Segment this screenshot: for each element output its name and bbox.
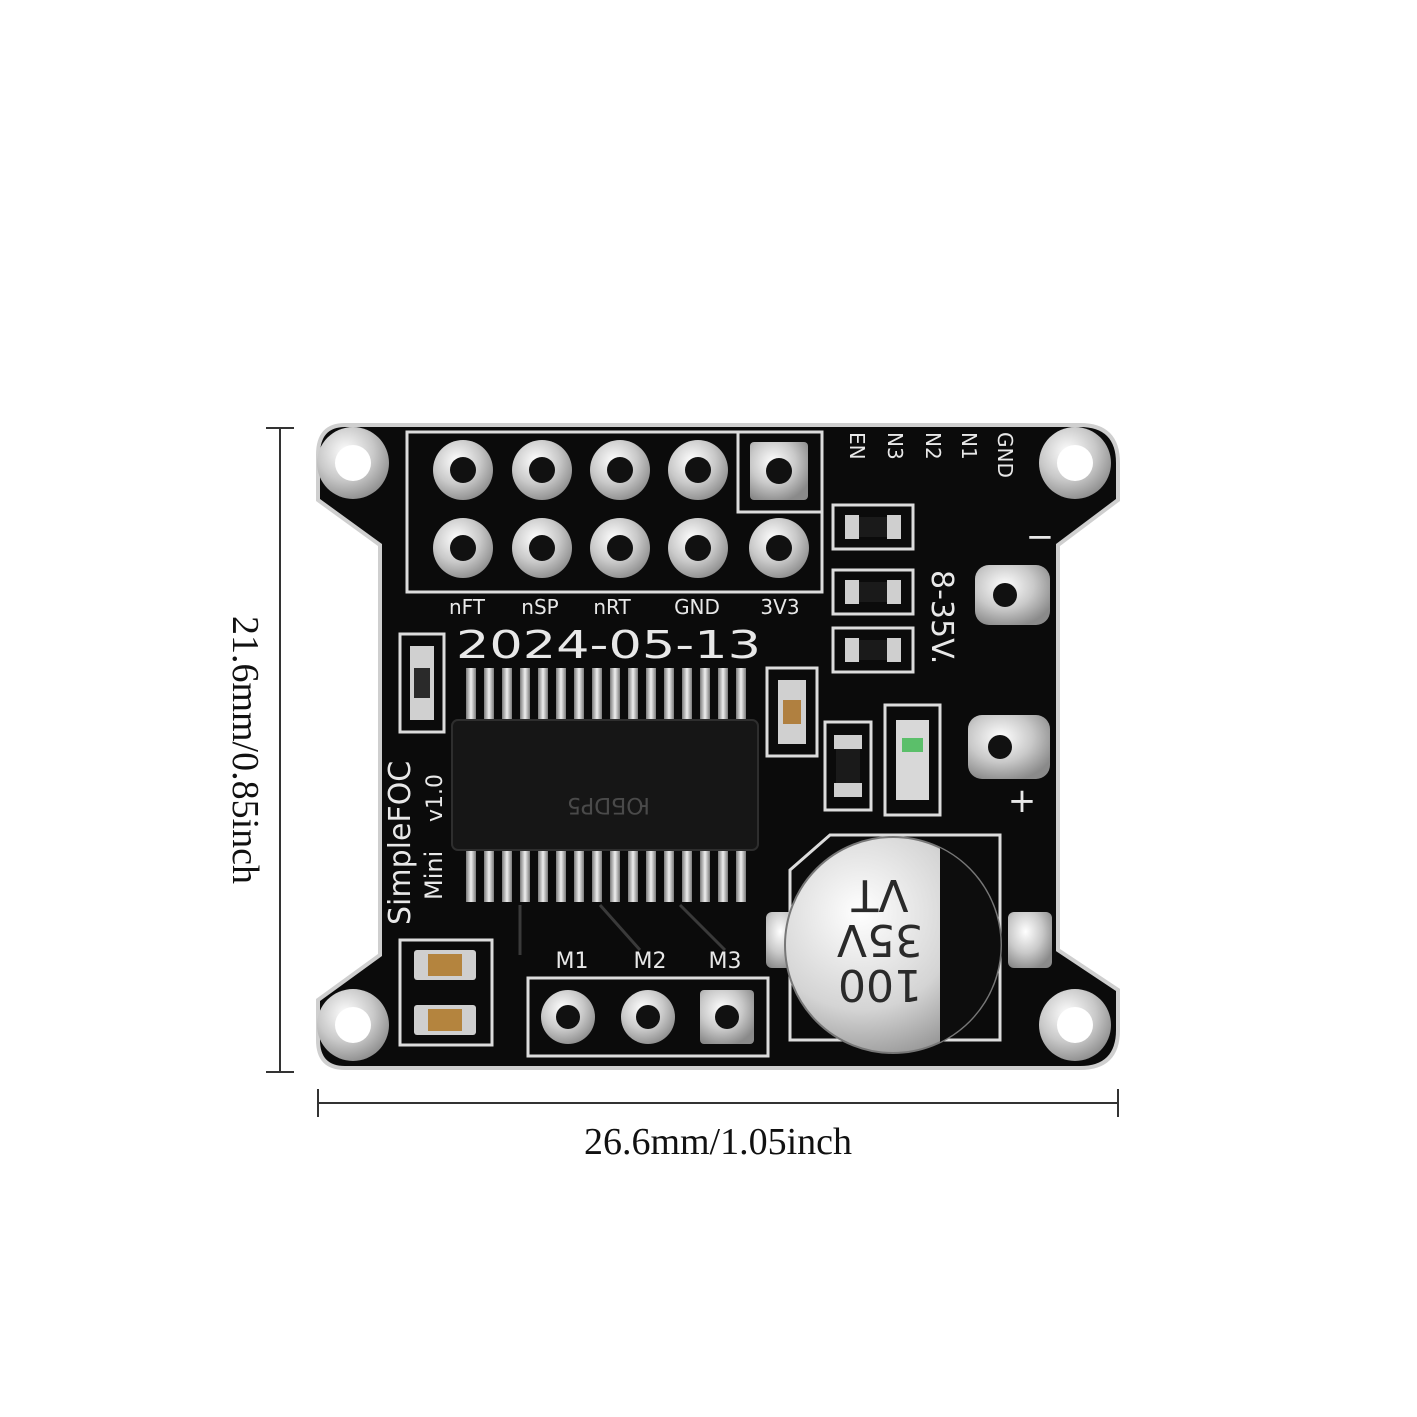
motor-label-m1: M1 (556, 949, 589, 974)
mounting-hole (317, 427, 389, 499)
svg-text:N1: N1 (957, 432, 981, 460)
smd-capacitor (765, 666, 819, 758)
svg-text:EN: EN (845, 432, 869, 460)
power-pad-negative (975, 565, 1050, 625)
driver-ic: ЮБDP5 (451, 668, 759, 902)
smd-component-left (398, 632, 446, 734)
smd-resistor (831, 503, 915, 551)
header-pad-row-top (433, 440, 808, 500)
smd-resistor (831, 626, 915, 674)
height-dimension-line (266, 427, 294, 1073)
voltage-range-label: 8-35V. (924, 570, 959, 664)
motor-pad-m1 (541, 990, 595, 1044)
mounting-hole (317, 989, 389, 1061)
motor-label-m2: M2 (634, 949, 667, 974)
chip-marking: ЮБDP5 (567, 792, 650, 817)
svg-text:N3: N3 (883, 432, 907, 460)
motor-label-m3: M3 (709, 949, 742, 974)
motor-connector-outline (526, 976, 770, 1058)
pin1-marker (736, 430, 824, 514)
product-version: v1.0 (423, 774, 448, 822)
pin-label-nrt: nRT (593, 595, 631, 619)
smd-resistor-vertical (823, 720, 873, 812)
product-name: SimpleFOC (383, 761, 418, 925)
power-plus-label: + (1008, 781, 1037, 821)
status-led (883, 703, 942, 817)
smd-pair (398, 938, 494, 1047)
electrolytic-capacitor: 100 35V VT (766, 833, 1052, 1054)
mounting-hole (1039, 427, 1111, 499)
side-pin-labels: EN N3 N2 N1 GND (845, 432, 1017, 478)
header-pad-row-bottom (433, 518, 809, 578)
pin-label-nsp: nSP (521, 595, 558, 619)
motor-pad-m3 (700, 990, 754, 1044)
power-pad-positive (968, 715, 1050, 779)
motor-traces (518, 903, 727, 955)
pin-label-nft: nFT (449, 595, 486, 619)
svg-text:GND: GND (993, 432, 1017, 478)
product-variant: Mini (420, 851, 448, 900)
motor-pad-m2 (621, 990, 675, 1044)
width-dimension-line (317, 1089, 1119, 1117)
power-minus-label: − (1026, 517, 1055, 557)
smd-resistor (831, 568, 915, 616)
height-dimension-label: 21.6mm/0.85inch (224, 615, 266, 885)
pin-label-gnd: GND (674, 595, 720, 619)
pin-label-3v3: 3V3 (760, 595, 799, 619)
capacitor-voltage: 35V (837, 914, 923, 965)
mounting-hole (1039, 989, 1111, 1061)
svg-text:N2: N2 (921, 432, 945, 460)
width-dimension-label: 26.6mm/1.05inch (583, 1121, 853, 1163)
date-code: 2024-05-13 (456, 623, 761, 667)
capacitor-series: VT (851, 869, 908, 920)
capacitor-value: 100 (838, 959, 922, 1010)
